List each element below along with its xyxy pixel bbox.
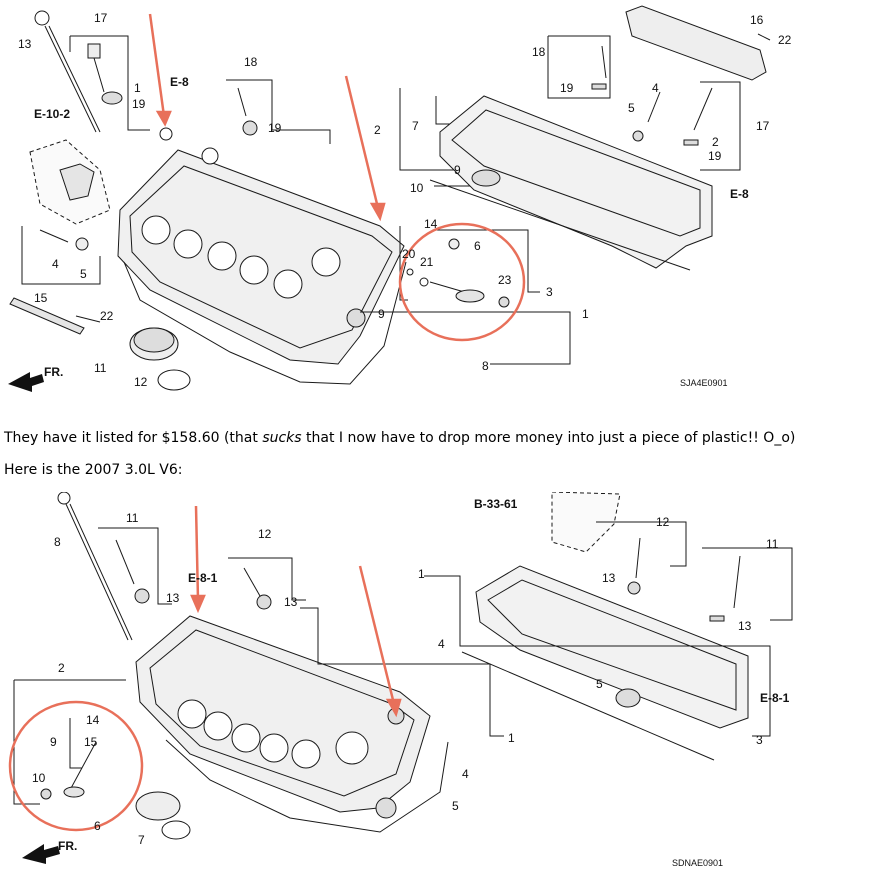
part-number: 14 xyxy=(86,713,100,727)
part-number: 9 xyxy=(50,735,57,749)
part-number: 18 xyxy=(532,45,546,59)
part-number: 5 xyxy=(596,677,603,691)
part-number: 5 xyxy=(80,267,87,281)
part-number: 11 xyxy=(126,511,139,525)
part-number: 21 xyxy=(420,255,434,269)
ref-label: E-8-1 xyxy=(760,691,790,705)
part-number: 19 xyxy=(708,149,722,163)
part-number: 1 xyxy=(418,567,425,581)
part-number: 13 xyxy=(18,37,32,51)
part-number-labels: 13 17 1 19 E-8 18 19 E-10-2 2 7 4 5 16 2… xyxy=(18,11,792,389)
ref-label: E-8 xyxy=(730,187,749,201)
part-number: 8 xyxy=(482,359,489,373)
part-number: 10 xyxy=(410,181,424,195)
part-number: 4 xyxy=(652,81,659,95)
part-number: 1 xyxy=(134,81,141,95)
part-number: 22 xyxy=(100,309,114,323)
bottom-diagram-svg: FR. 11 8 13 E-8-1 12 13 B-33-61 12 13 11… xyxy=(8,492,793,868)
part-number: 11 xyxy=(94,361,107,375)
annotation-arrows-bottom xyxy=(8,505,402,832)
part-number: 16 xyxy=(750,13,764,27)
bottom-parts-diagram: FR. 11 8 13 E-8-1 12 13 B-33-61 12 13 11… xyxy=(0,492,888,886)
part-number: 2 xyxy=(712,135,719,149)
part-number: 17 xyxy=(94,11,108,25)
part-number: 5 xyxy=(452,799,459,813)
model-caption: Here is the 2007 3.0L V6: xyxy=(4,462,183,478)
part-number: 2 xyxy=(58,661,65,675)
front-marker: FR. xyxy=(8,365,63,392)
ref-label: B-33-61 xyxy=(474,497,518,511)
part-number: 14 xyxy=(424,217,438,231)
part-number: 20 xyxy=(402,247,416,261)
caption-text: that I now have to drop more money into … xyxy=(301,430,796,446)
part-number: 13 xyxy=(284,595,298,609)
part-number: 19 xyxy=(132,97,146,111)
part-number: 3 xyxy=(756,733,763,747)
dipstick-part xyxy=(34,10,101,133)
part-number-labels-bottom: 11 8 13 E-8-1 12 13 B-33-61 12 13 11 13 … xyxy=(32,497,790,868)
part-number: 4 xyxy=(438,637,445,651)
part-number: 15 xyxy=(34,291,48,305)
part-number: 12 xyxy=(134,375,148,389)
part-number: 13 xyxy=(738,619,752,633)
part-number: 23 xyxy=(498,273,512,287)
part-number: 13 xyxy=(166,591,180,605)
top-parts-diagram: FR. 13 17 1 19 E-8 18 19 E-10-2 2 7 4 5 … xyxy=(0,0,888,422)
ref-label: E-8 xyxy=(170,75,189,89)
diagram-code: SJA4E0901 xyxy=(680,378,728,388)
diagram-code: SDNAE0901 xyxy=(672,858,723,868)
part-number: 11 xyxy=(766,537,779,551)
part-number: 12 xyxy=(656,515,670,529)
front-marker-text: FR. xyxy=(58,839,77,853)
part-number: 13 xyxy=(602,571,616,585)
part-number: 22 xyxy=(778,33,792,47)
caption-text: They have it listed for $158.60 (that xyxy=(4,430,263,446)
caption-emphasis: sucks xyxy=(262,430,302,446)
front-marker-bottom: FR. xyxy=(22,839,77,864)
part-number: 6 xyxy=(94,819,101,833)
ref-label: E-10-2 xyxy=(34,107,70,121)
part-number: 17 xyxy=(756,119,770,133)
ref-label: E-8-1 xyxy=(188,571,218,585)
part-number: 19 xyxy=(268,121,282,135)
part-number: 2 xyxy=(374,123,381,137)
part-number: 5 xyxy=(628,101,635,115)
part-number: 1 xyxy=(508,731,515,745)
part-number: 10 xyxy=(32,771,46,785)
part-number: 19 xyxy=(560,81,574,95)
part-number: 7 xyxy=(412,119,419,133)
part-number: 9 xyxy=(454,163,461,177)
part-number: 8 xyxy=(54,535,61,549)
part-number: 9 xyxy=(378,307,385,321)
part-number: 12 xyxy=(258,527,272,541)
price-caption: They have it listed for $158.60 (that su… xyxy=(4,430,795,446)
part-number: 4 xyxy=(52,257,59,271)
top-diagram-svg: FR. 13 17 1 19 E-8 18 19 E-10-2 2 7 4 5 … xyxy=(8,5,792,392)
part-number: 6 xyxy=(474,239,481,253)
part-number: 3 xyxy=(546,285,553,299)
part-number: 7 xyxy=(138,833,145,847)
annotation-arrows xyxy=(148,13,526,342)
part-number: 1 xyxy=(582,307,589,321)
part-number: 18 xyxy=(244,55,258,69)
front-marker-text: FR. xyxy=(44,365,63,379)
part-number: 15 xyxy=(84,735,98,749)
part-number: 4 xyxy=(462,767,469,781)
